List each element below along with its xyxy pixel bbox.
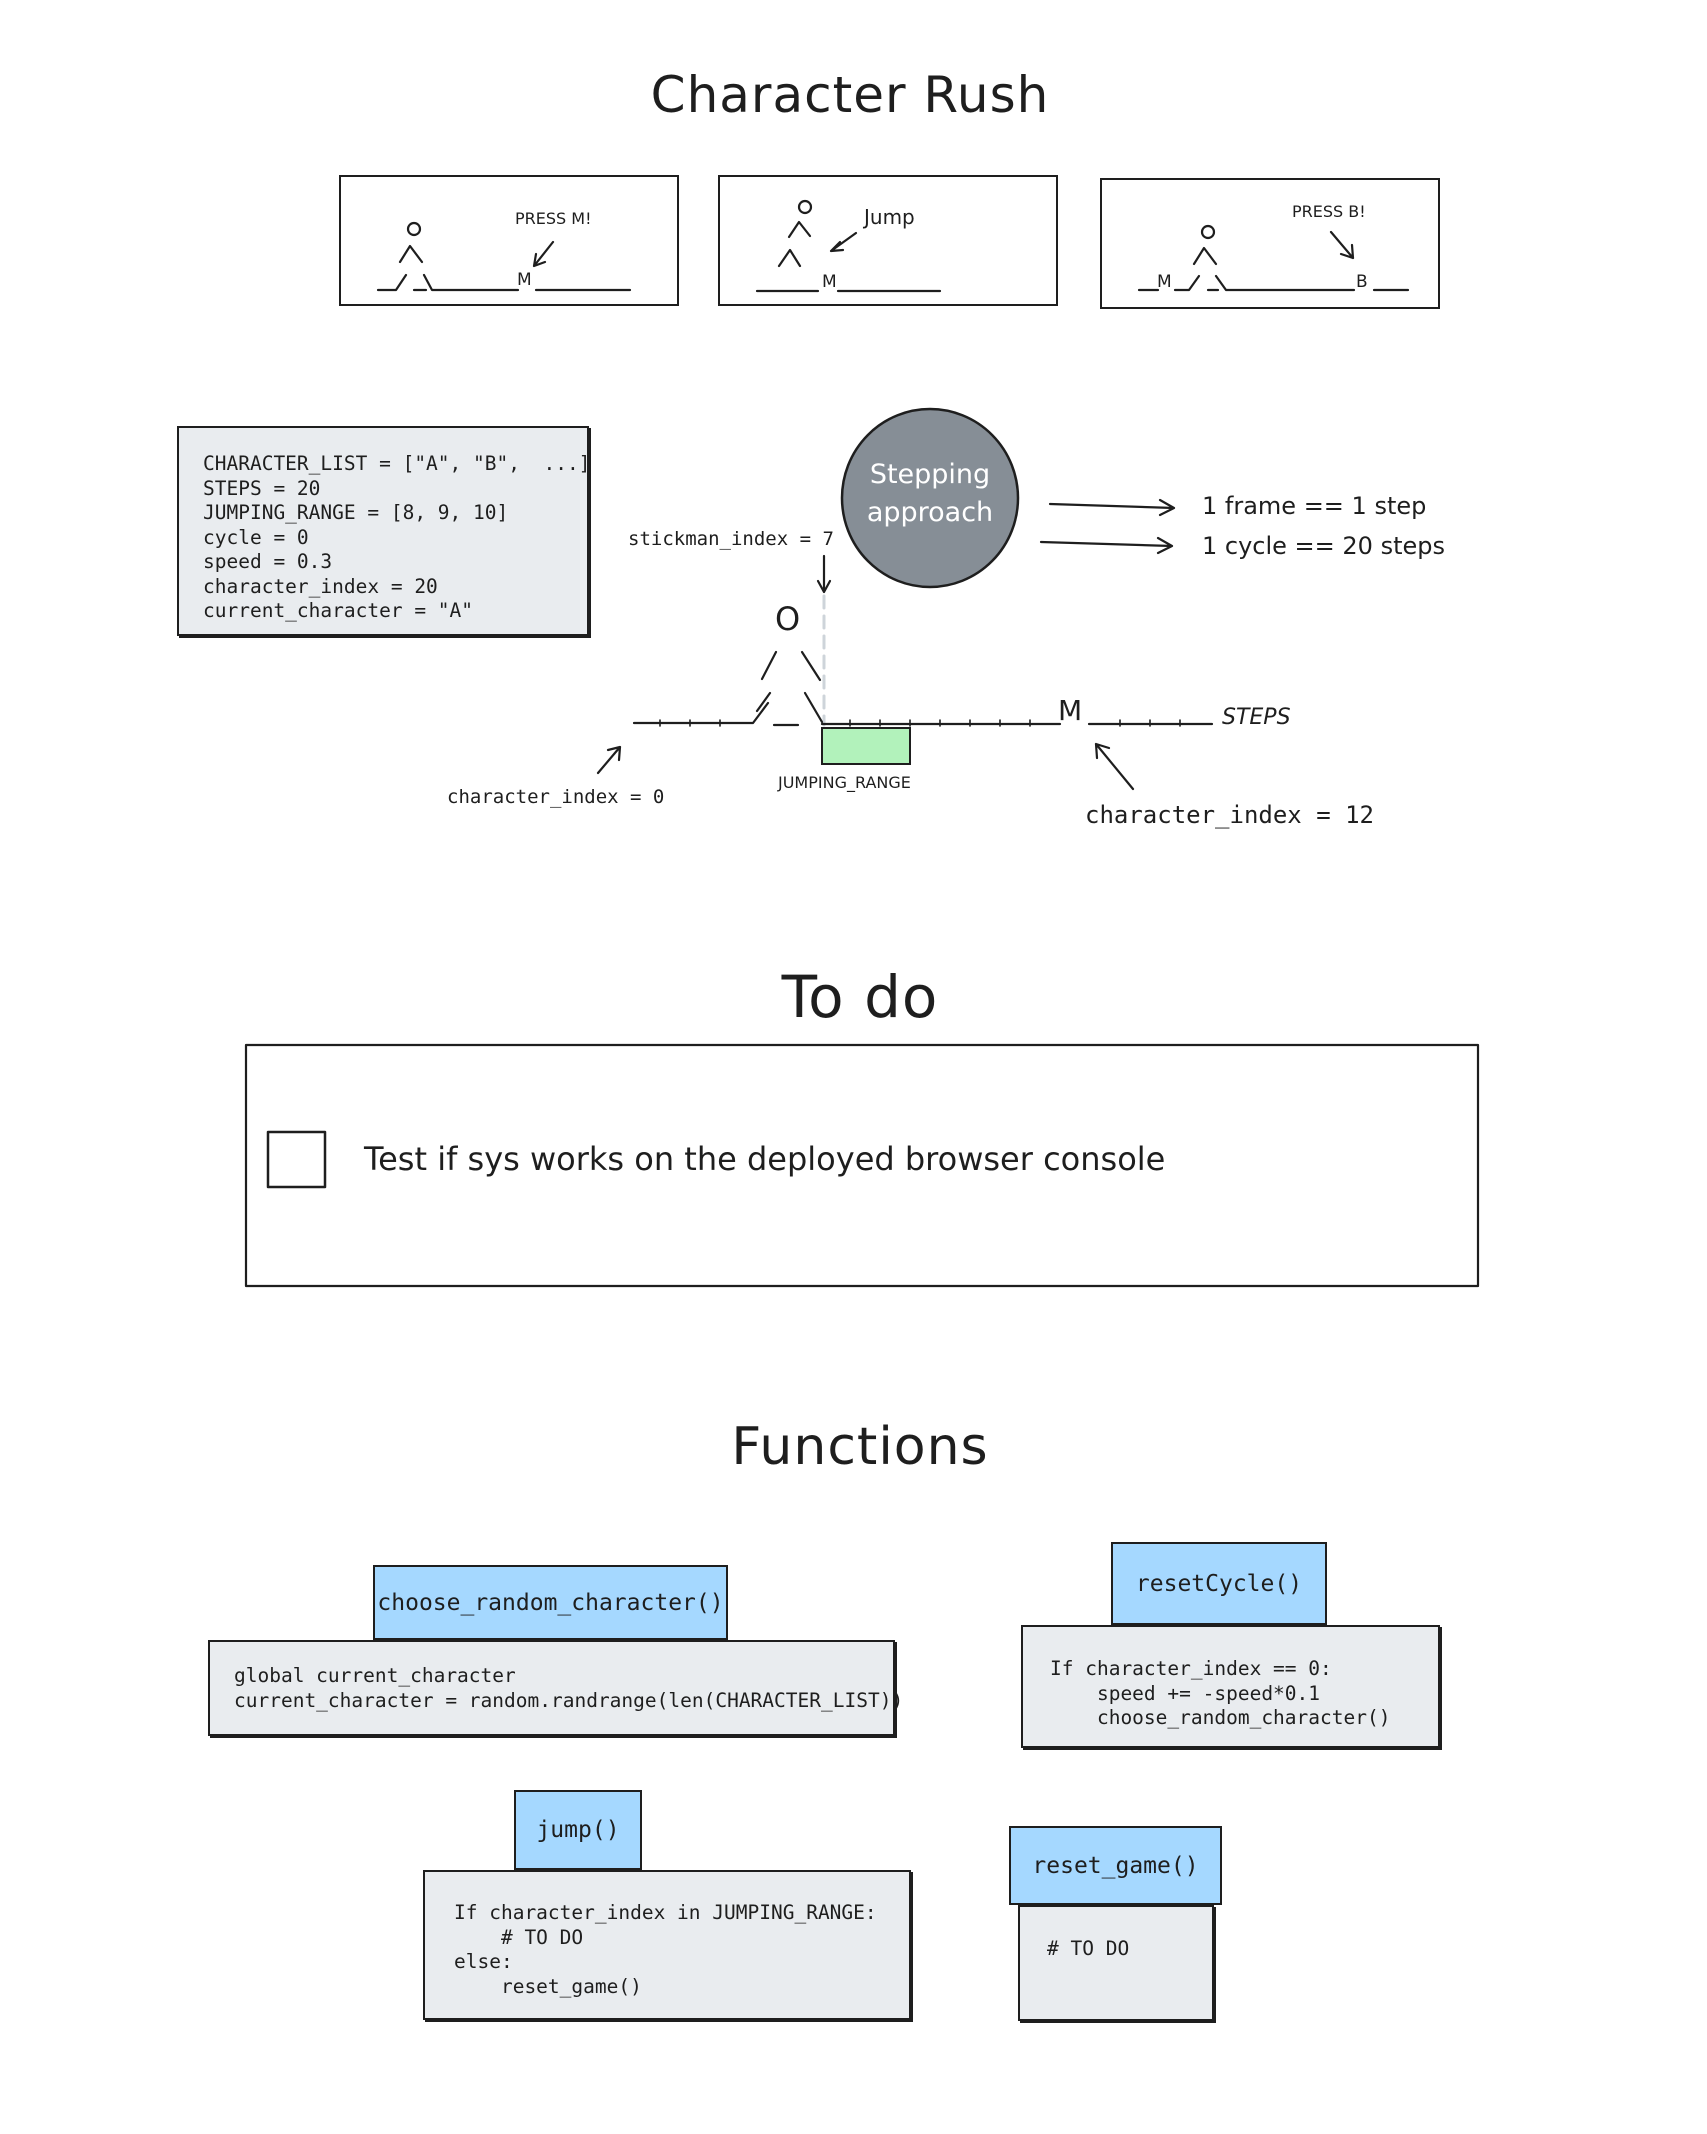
jump-label: jump() [514,1790,642,1870]
panel-1-label: PRESS M! [515,209,592,228]
reset-cycle-label: resetCycle() [1111,1542,1327,1625]
rule-cycle-steps: 1 cycle == 20 steps [1202,532,1445,560]
char-index-right-label: character_index = 12 [1085,801,1374,829]
page-title: Character Rush [650,66,1050,124]
reset-game-label: reset_game() [1009,1826,1222,1905]
todo-item-text: Test if sys works on the deployed browse… [364,1140,1166,1178]
stickman-index-arrow [816,554,832,594]
functions-heading: Functions [731,1417,989,1477]
todo-heading: To do [781,963,939,1031]
obstacle-char: M [1058,694,1083,727]
panel-3-ground-char: B [1356,272,1368,292]
todo-item-checkbox[interactable] [268,1132,325,1187]
jump-code: If character_index in JUMPING_RANGE: # T… [454,1901,877,1998]
stepping-circle-text: Stepping approach [842,456,1018,532]
jumping-range-rect [821,727,911,765]
reset-game-code: # TO DO [1047,1937,1130,1960]
reset-game-body: # TO DO [1018,1905,1214,2021]
track-stickman [755,650,824,724]
steps-label: STEPS [1222,705,1291,730]
panel-1-stickman [376,221,632,292]
reset-cycle-code: If character_index == 0: speed += -speed… [1050,1657,1391,1729]
rule-frame-step: 1 frame == 1 step [1202,492,1427,520]
jump-body: If character_index in JUMPING_RANGE: # T… [423,1870,911,2020]
panel-3-label: PRESS B! [1292,202,1366,221]
choose-random-character-label: choose_random_character() [373,1565,728,1640]
frame-arrow [1048,498,1176,517]
panel-2-label: Jump [864,205,915,229]
panel-1-ground-char: M [517,270,532,290]
variables-code: CHARACTER_LIST = ["A", "B", ...] STEPS =… [203,452,591,622]
storyboard-panel-1 [339,175,679,306]
char-index-right-arrow [1094,742,1135,791]
panel-2-ground-char: M [822,272,837,292]
choose-random-character-body: global current_character current_charact… [208,1640,904,1736]
panel-3-arrow [1329,230,1355,260]
panel-1-arrow [532,240,555,268]
stickman-index-label: stickman_index = 7 [628,528,834,550]
reset-cycle-body: If character_index == 0: speed += -speed… [1021,1625,1440,1748]
panel-2-stickman [755,199,942,293]
stepping-text-line2: approach [866,497,994,528]
stepping-text-line1: Stepping [869,459,991,490]
jumping-range-label: JUMPING_RANGE [778,773,911,792]
todo-checkbox [266,1130,327,1189]
variables-box: CHARACTER_LIST = ["A", "B", ...] STEPS =… [177,426,591,636]
storyboard-panel-2 [718,175,1058,306]
stickman-head: O [775,600,801,638]
stepping-circle [840,407,1020,589]
choose-random-character-code: global current_character current_charact… [234,1664,904,1712]
todo-box [244,1043,1480,1288]
char-index-left-label: character_index = 0 [447,786,665,808]
cycle-arrow [1039,536,1174,555]
char-index-left-arrow [596,745,622,775]
panel-3-stickman [1137,224,1410,292]
storyboard-panel-3 [1100,178,1440,309]
panel-3-ground-char-left: M [1157,272,1172,292]
panel-2-arrow [829,231,858,253]
